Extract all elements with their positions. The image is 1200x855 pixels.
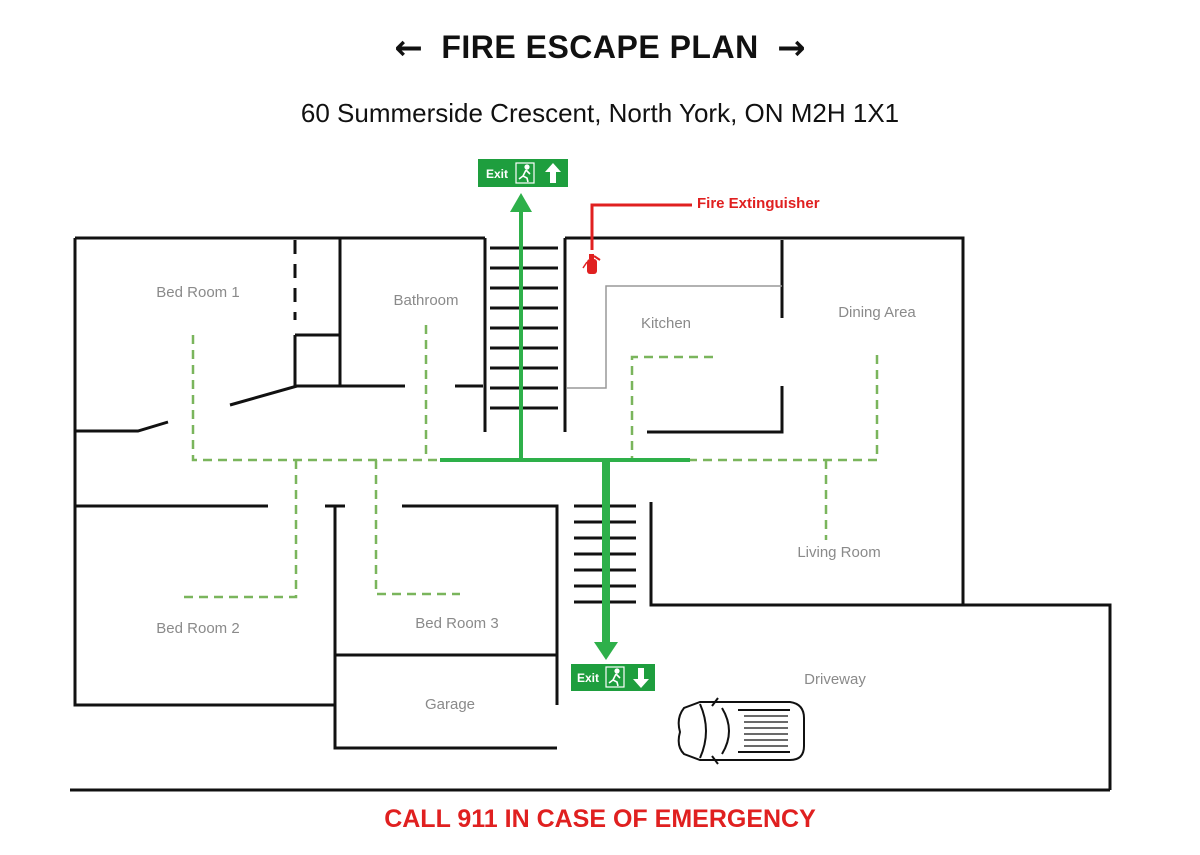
fire-extinguisher-marker: Fire Extinguisher [582,195,820,274]
main-escape-route [440,193,690,660]
address: 60 Summerside Crescent, North York, ON M… [300,98,900,128]
emergency-notice: CALL 911 IN CASE OF EMERGENCY [384,805,816,833]
floor-plan: Exit Exit Fire Extinguisher [70,159,1112,792]
wall-outer-left [73,238,335,707]
wall-bed3-top [402,504,559,705]
room-label-kitchen: Kitchen [641,315,691,332]
left-arrow-icon: ← [394,28,423,68]
exit-sign-bottom-label: Exit [577,671,599,685]
room-label-bathroom: Bathroom [393,292,458,309]
wall-closet [293,333,340,386]
exit-sign-top: Exit [478,159,568,187]
fire-extinguisher-label: Fire Extinguisher [697,195,820,212]
car-icon [677,697,805,765]
exit-sign-top-label: Exit [486,167,508,181]
room-label-dining-area: Dining Area [838,304,916,321]
fire-extinguisher-icon [582,254,601,274]
kitchen-counter-line [567,285,782,389]
title-row: ← FIRE ESCAPE PLAN → [0,28,1200,68]
room-label-bed-room-3: Bed Room 3 [415,615,498,632]
route-arrow-down-icon [594,642,618,660]
walls [70,236,1112,792]
wall-kitchen-counter [647,386,784,434]
right-arrow-icon: → [777,28,806,68]
route-arrow-up-icon [510,193,532,212]
arrow-down-icon [633,668,649,688]
running-man-icon [605,666,625,688]
page-title: FIRE ESCAPE PLAN [441,29,759,65]
room-label-bed-room-2: Bed Room 2 [156,620,239,637]
room-label-garage: Garage [425,696,475,713]
arrow-up-icon [545,163,561,183]
running-man-icon [515,162,535,184]
wall-bed1-bottom-left [75,420,169,433]
wall-bed3-left [333,506,557,750]
wall-bed1-bottom-right [229,384,405,407]
wall-stair-bottom-right [649,502,1112,790]
wall-outer-top-right [565,236,965,605]
room-label-driveway: Driveway [804,671,866,688]
room-label-living-room: Living Room [797,544,880,561]
room-label-bed-room-1: Bed Room 1 [156,284,239,301]
stairs-upper [490,246,558,410]
exit-sign-bottom: Exit [571,664,655,691]
dashed-escape-paths [183,325,879,599]
